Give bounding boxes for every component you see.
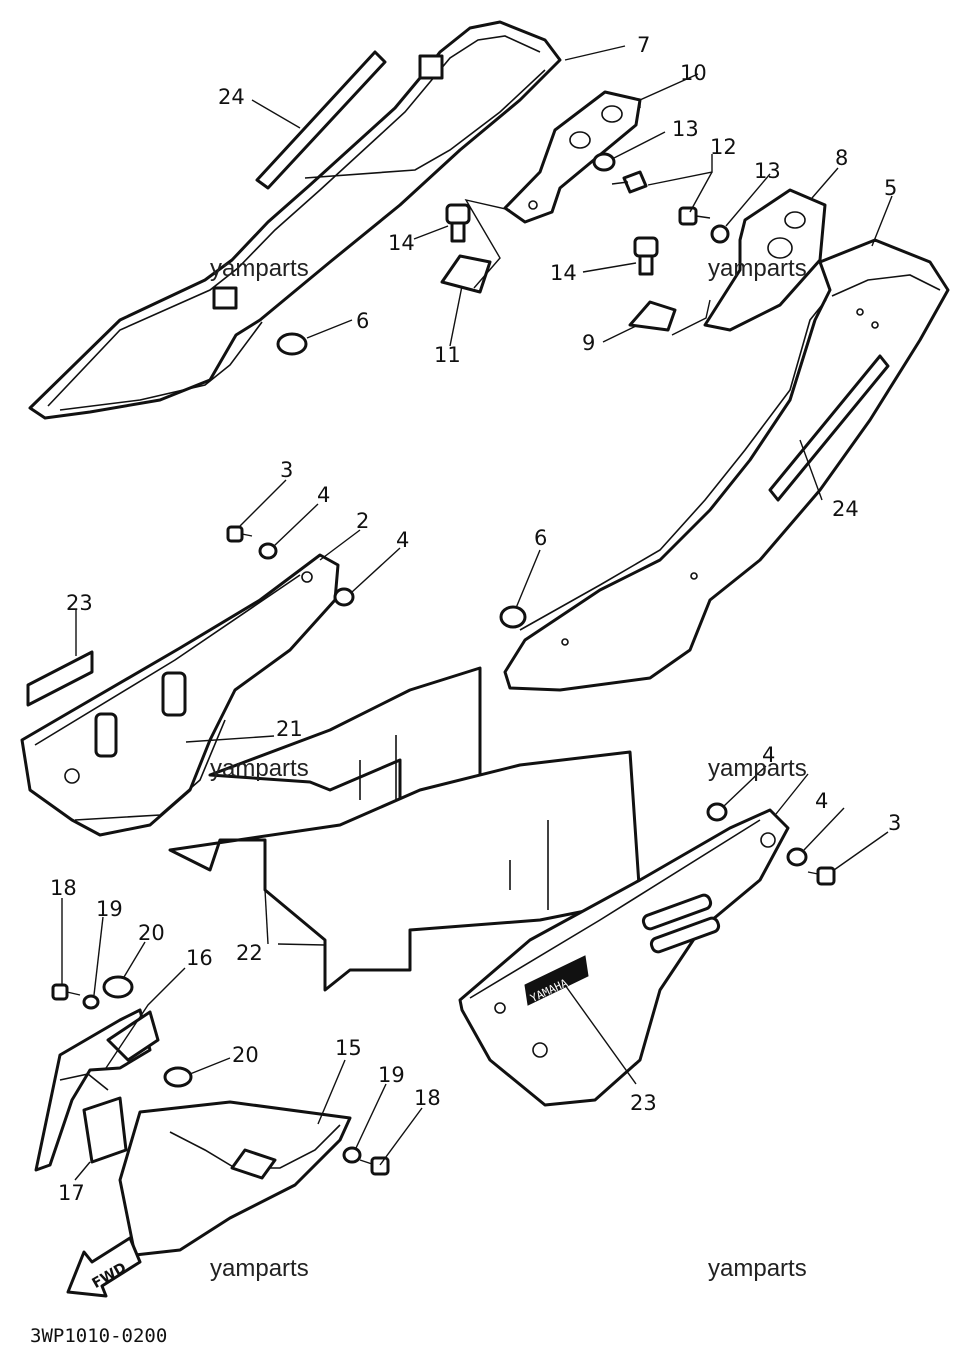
callout-c32: 19 bbox=[378, 1063, 405, 1087]
callout-c20: 23 bbox=[66, 591, 93, 615]
washer-19-b bbox=[342, 1146, 362, 1164]
bolt-3-a bbox=[226, 525, 253, 543]
watermark-6: yamparts bbox=[708, 1255, 807, 1282]
side-cover-2 bbox=[20, 553, 340, 837]
diagram-code: 3WP1010-0200 bbox=[30, 1325, 167, 1347]
bracket-10 bbox=[503, 90, 642, 224]
washer-4-b bbox=[333, 587, 355, 607]
right-tail-cover bbox=[503, 238, 950, 692]
pad-17 bbox=[82, 1096, 128, 1164]
washer-4-d bbox=[786, 847, 808, 867]
clip-9 bbox=[628, 300, 677, 332]
callout-c29: 22 bbox=[236, 941, 263, 965]
watermark-4: yamparts bbox=[708, 755, 807, 782]
callout-c12: 11 bbox=[434, 343, 461, 367]
lower-cover-15 bbox=[118, 1100, 352, 1257]
callout-c8: 5 bbox=[884, 176, 897, 200]
watermarks: yamparts yamparts yamparts yamparts yamp… bbox=[210, 255, 807, 1282]
callout-c24: 3 bbox=[888, 811, 901, 835]
callout-c9: 14 bbox=[388, 231, 415, 255]
decal-strip-24-left bbox=[255, 50, 387, 190]
callout-c13: 9 bbox=[582, 331, 595, 355]
callout-c25: 18 bbox=[50, 876, 77, 900]
bracket-16 bbox=[34, 1008, 160, 1172]
callout-c5: 12 bbox=[710, 135, 737, 159]
left-tail-cover bbox=[28, 20, 562, 420]
callout-c19: 6 bbox=[534, 526, 547, 550]
callout-c22: 4 bbox=[762, 743, 775, 767]
callout-c31: 15 bbox=[335, 1036, 362, 1060]
watermark-3: yamparts bbox=[210, 755, 309, 782]
watermark-2: yamparts bbox=[708, 255, 807, 282]
callout-c33: 18 bbox=[414, 1086, 441, 1110]
washer-4-c bbox=[706, 802, 728, 822]
bolt-14-a bbox=[445, 203, 471, 243]
grommet-20-b bbox=[163, 1066, 193, 1088]
callout-c15: 3 bbox=[280, 458, 293, 482]
callout-c3: 10 bbox=[680, 61, 707, 85]
bracket-8 bbox=[703, 188, 827, 332]
grommet-6-a bbox=[276, 332, 308, 356]
screw-18-b bbox=[359, 1156, 390, 1176]
callout-c14: 24 bbox=[832, 497, 859, 521]
washer-13-b bbox=[710, 224, 730, 244]
washer-19-a bbox=[82, 994, 100, 1010]
grommet-6-b bbox=[499, 605, 527, 629]
callout-c30: 20 bbox=[232, 1043, 259, 1067]
callout-labels: 24 7 10 13 12 13 8 5 14 14 6 11 9 24 3 4… bbox=[50, 33, 901, 1205]
callout-c23: 4 bbox=[815, 789, 828, 813]
callout-c10: 14 bbox=[550, 261, 577, 285]
callout-c7: 8 bbox=[835, 146, 848, 170]
callout-c1: 24 bbox=[218, 85, 245, 109]
callout-c2: 7 bbox=[637, 33, 650, 57]
watermark-5: yamparts bbox=[210, 1255, 309, 1282]
callout-c28: 16 bbox=[186, 946, 213, 970]
washer-4-a bbox=[258, 542, 278, 560]
side-cover-right: YAMAHA bbox=[458, 808, 790, 1107]
callout-c11: 6 bbox=[356, 309, 369, 333]
clip-11 bbox=[440, 254, 492, 294]
watermark-1: yamparts bbox=[210, 255, 309, 282]
callout-c16: 4 bbox=[317, 483, 330, 507]
callout-c27: 20 bbox=[138, 921, 165, 945]
bolt-12-b bbox=[678, 206, 711, 226]
decal-strip-24-right bbox=[768, 354, 890, 502]
callout-c21: 21 bbox=[276, 717, 303, 741]
washer-13-a bbox=[592, 152, 616, 172]
bolt-12 bbox=[611, 170, 648, 194]
screw-18-a bbox=[51, 983, 81, 1001]
leader-lines bbox=[61, 45, 893, 1181]
fwd-arrow: FWD bbox=[66, 1236, 142, 1298]
callout-c4: 13 bbox=[672, 117, 699, 141]
callout-c17: 2 bbox=[356, 509, 369, 533]
damper-sheet-22 bbox=[168, 750, 642, 992]
callout-c35: 23 bbox=[630, 1091, 657, 1115]
callout-c6: 13 bbox=[754, 159, 781, 183]
grommet-20-a bbox=[102, 975, 134, 999]
callout-c18: 4 bbox=[396, 528, 409, 552]
callout-c34: 17 bbox=[58, 1181, 85, 1205]
bolt-3-b bbox=[807, 866, 836, 886]
bolt-14-b bbox=[633, 236, 659, 276]
emblem-23-left bbox=[26, 650, 94, 707]
callout-c26: 19 bbox=[96, 897, 123, 921]
